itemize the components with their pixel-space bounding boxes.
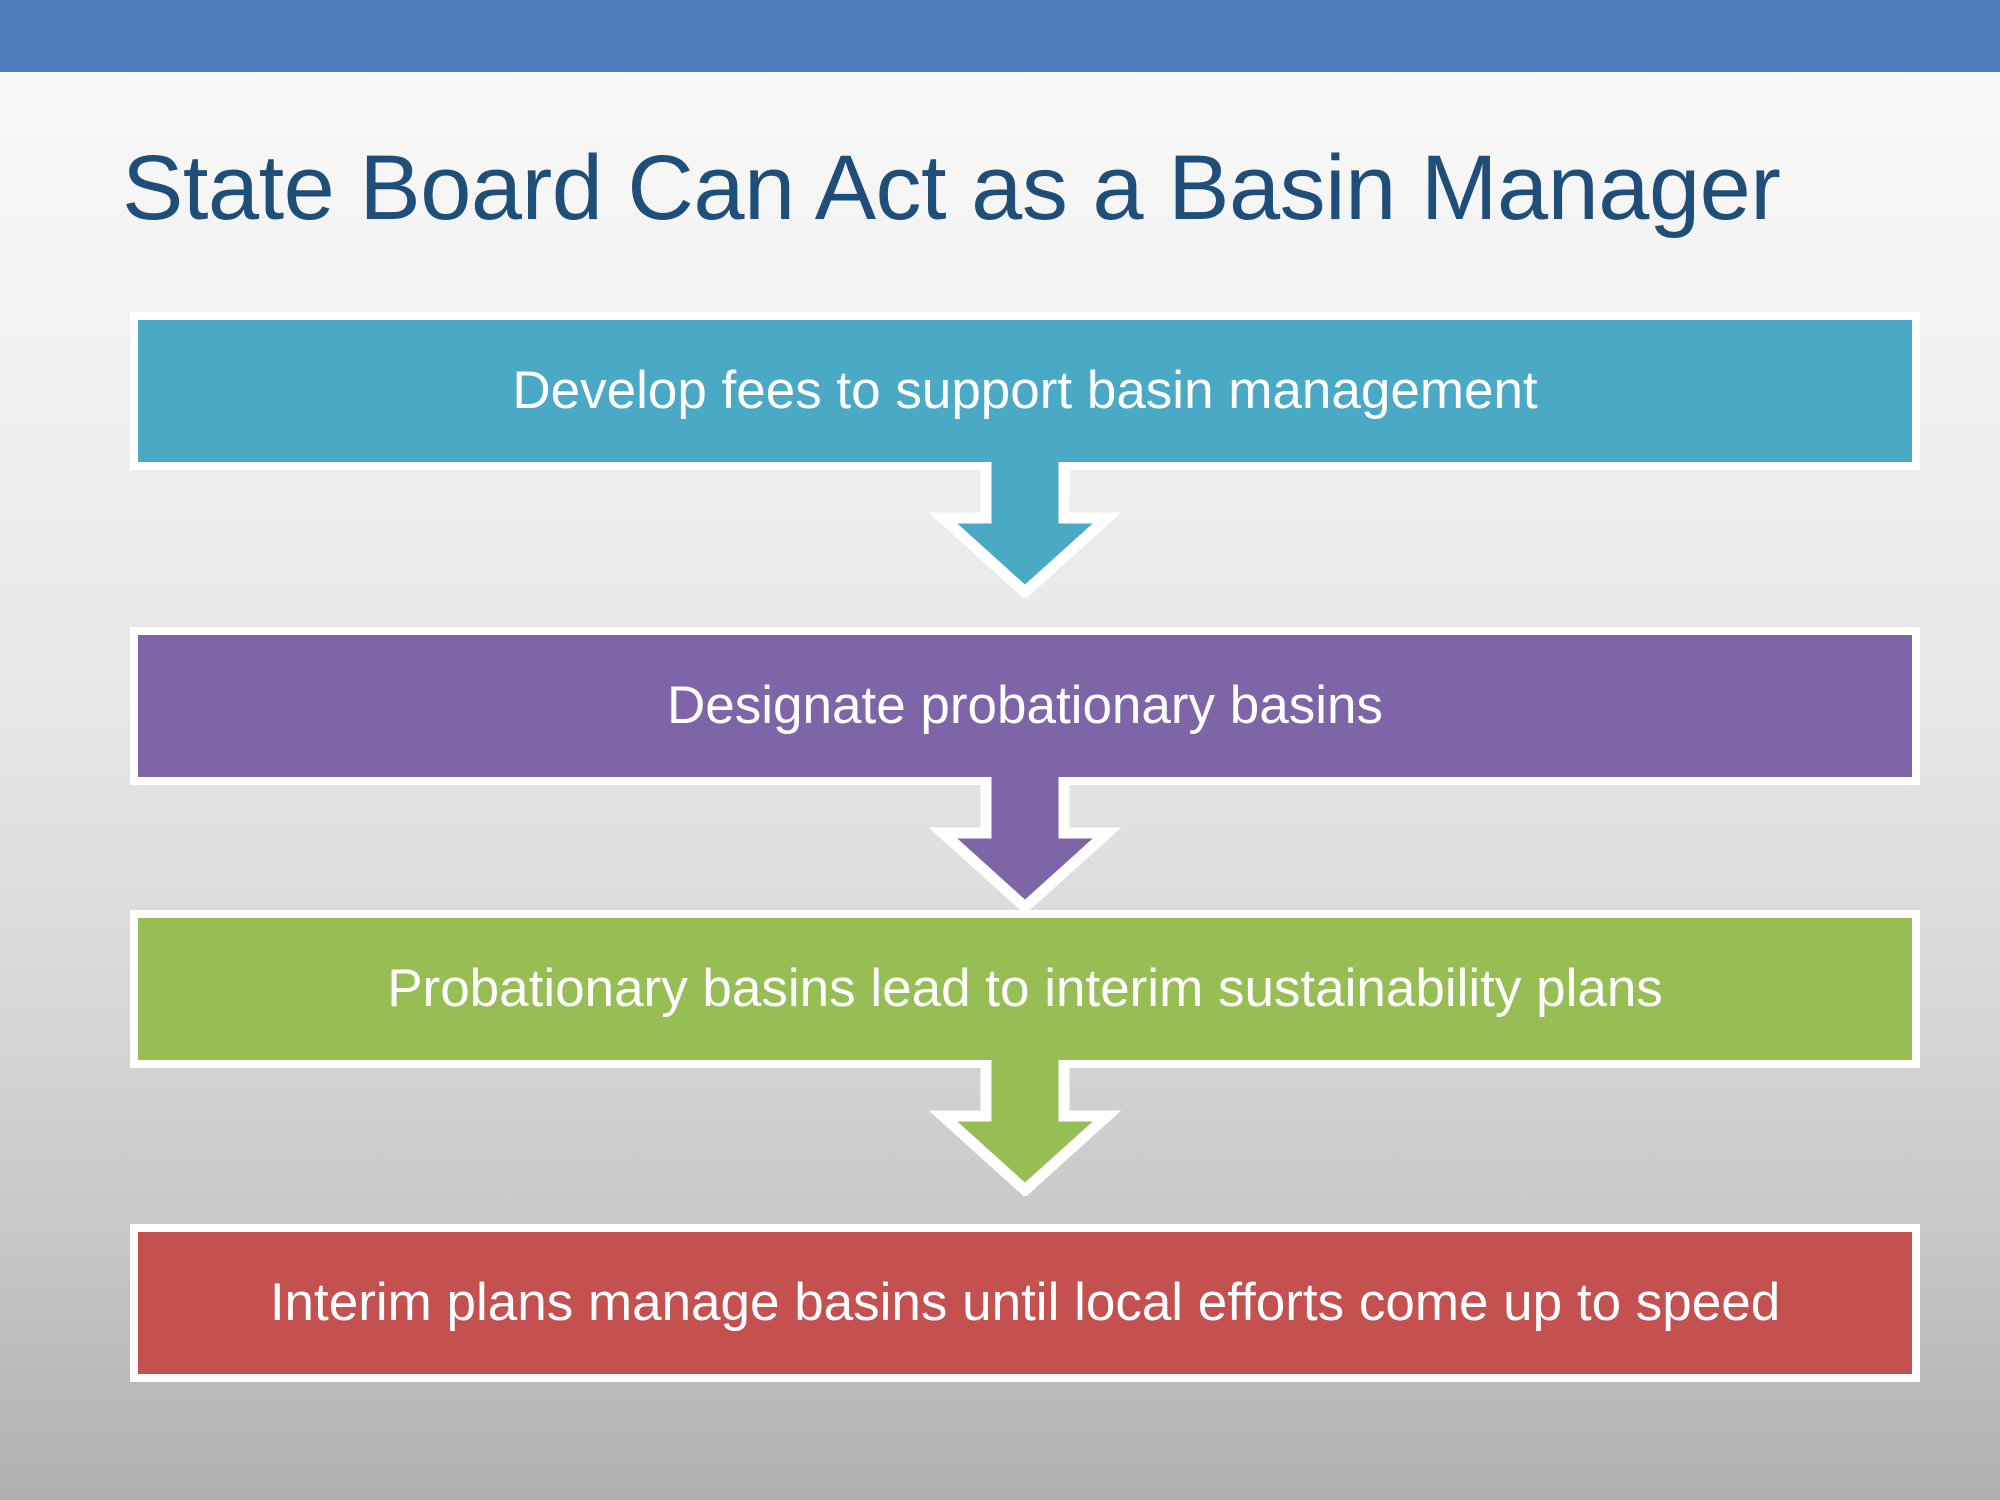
process-flow-diagram: Develop fees to support basin management… [130, 312, 1920, 1384]
process-box-3[interactable]: Probationary basins lead to interim sust… [130, 910, 1920, 1068]
process-box-3-label: Probationary basins lead to interim sust… [387, 959, 1663, 1019]
process-box-2-label: Designate probationary basins [667, 676, 1383, 736]
down-arrow-3 [927, 1060, 1123, 1196]
page-title: State Board Can Act as a Basin Manager [122, 137, 1781, 239]
process-box-1[interactable]: Develop fees to support basin management [130, 312, 1920, 470]
process-box-2[interactable]: Designate probationary basins [130, 627, 1920, 785]
process-box-1-label: Develop fees to support basin management [512, 361, 1538, 421]
top-blue-band [0, 0, 2000, 72]
down-arrow-2 [927, 777, 1123, 913]
process-box-4-label: Interim plans manage basins until local … [269, 1273, 1781, 1333]
down-arrow-1 [927, 462, 1123, 598]
process-box-4[interactable]: Interim plans manage basins until local … [130, 1224, 1920, 1382]
